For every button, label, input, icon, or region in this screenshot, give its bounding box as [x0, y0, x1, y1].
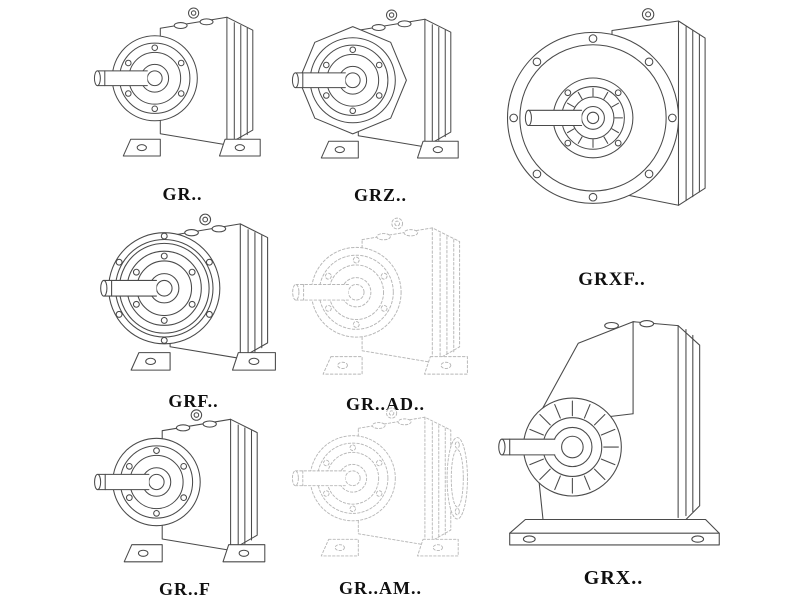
figure-label-grz: GRZ.. [353, 185, 407, 205]
figure-grff: GR..F [90, 406, 280, 600]
figure-label-grxf: GRXF.. [578, 269, 646, 290]
figure-grx: GRX.. [496, 298, 731, 590]
figure-label-grad: GR..AD.. [346, 394, 425, 414]
gearbox-drawing-grxf [506, 8, 706, 206]
figure-gr: GR.. [90, 4, 275, 205]
figure-label-grx: GRX.. [583, 567, 644, 589]
figure-label-grff: GR..F [159, 579, 211, 599]
figure-label-grf: GRF.. [168, 391, 219, 411]
figure-grad: GR..AD.. [288, 214, 483, 415]
gearbox-drawing-grz [291, 9, 459, 159]
figure-grxf: GRXF.. [498, 2, 726, 291]
figure-label-gr: GR.. [162, 184, 203, 204]
gearbox-drawing-gr [93, 7, 261, 157]
gearbox-drawing-grff [94, 409, 266, 563]
gearbox-drawing-grad [292, 217, 468, 375]
gearbox-drawing-grf [100, 213, 276, 371]
figure-grf: GRF.. [96, 210, 291, 412]
gearbox-drawing-gram [291, 407, 468, 557]
gearbox-drawing-grx [498, 319, 720, 546]
figure-grz: GRZ.. [288, 6, 473, 206]
figure-gram: GR..AM.. [288, 404, 473, 599]
figure-label-gram: GR..AM.. [339, 578, 422, 598]
